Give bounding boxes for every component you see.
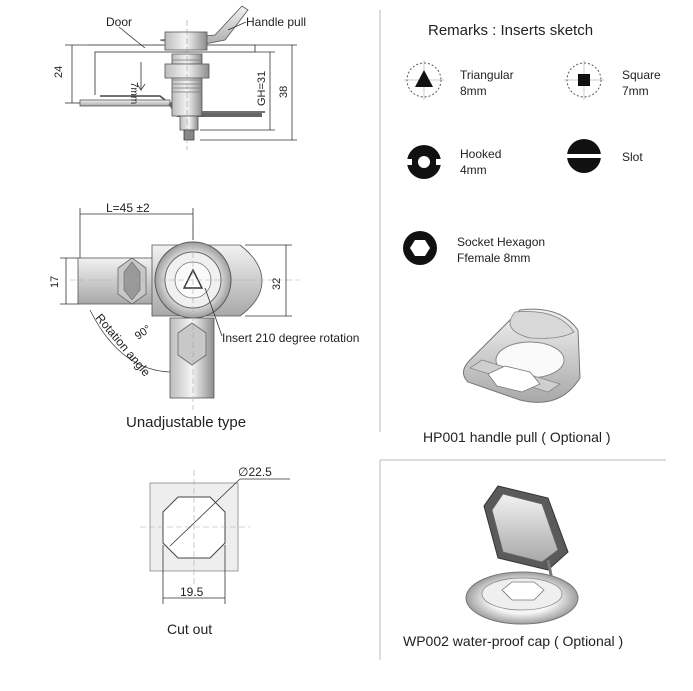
insert-size-socket-hexagon: Ffemale 8mm — [457, 251, 530, 265]
caption-hp001: HP001 handle pull ( Optional ) — [423, 429, 611, 445]
insert-rotation-label: Insert 210 degree rotation — [222, 331, 359, 345]
insert-name-hooked: Hooked — [460, 147, 501, 161]
caption-unadjustable-type: Unadjustable type — [126, 414, 246, 431]
hp001-handle-pull-image — [463, 308, 581, 403]
dim-19-5: 19.5 — [180, 585, 204, 599]
slot-insert-icon — [565, 139, 603, 173]
side-view-drawing — [65, 5, 297, 150]
cutout-drawing — [140, 470, 290, 604]
angle-90: 90° — [133, 323, 154, 342]
top-view-drawing — [60, 208, 300, 410]
wp002-water-proof-cap-image — [465, 485, 579, 625]
hooked-insert-icon — [404, 145, 444, 179]
insert-name-triangular: Triangular — [460, 68, 514, 82]
triangular-insert-icon — [404, 60, 444, 100]
insert-name-slot: Slot — [622, 150, 643, 164]
square-insert-icon — [564, 60, 604, 100]
dim-17: 17 — [49, 276, 61, 288]
dim-diameter-22-5: ∅22.5 — [238, 465, 272, 479]
insert-size-hooked: 4mm — [460, 163, 487, 177]
label-handle-pull: Handle pull — [246, 15, 306, 29]
insert-size-triangular: 8mm — [460, 84, 487, 98]
caption-cut-out: Cut out — [167, 621, 212, 637]
label-door: Door — [106, 15, 132, 29]
insert-name-socket-hexagon: Socket Hexagon — [457, 235, 545, 249]
insert-name-square: Square — [622, 68, 661, 82]
dim-7mm: 7mm — [128, 82, 139, 104]
insert-size-square: 7mm — [622, 84, 649, 98]
socket-hexagon-insert-icon — [403, 231, 437, 265]
remarks-title: Remarks : Inserts sketch — [428, 22, 593, 39]
dim-length: L=45 ±2 — [106, 201, 150, 215]
rotation-angle-label: Rotation angle — [93, 311, 154, 380]
dim-gh-31: GH=31 — [256, 71, 268, 106]
dim-32: 32 — [271, 278, 283, 290]
dim-24: 24 — [53, 66, 65, 78]
dim-38: 38 — [278, 86, 290, 98]
caption-wp002: WP002 water-proof cap ( Optional ) — [403, 633, 623, 649]
